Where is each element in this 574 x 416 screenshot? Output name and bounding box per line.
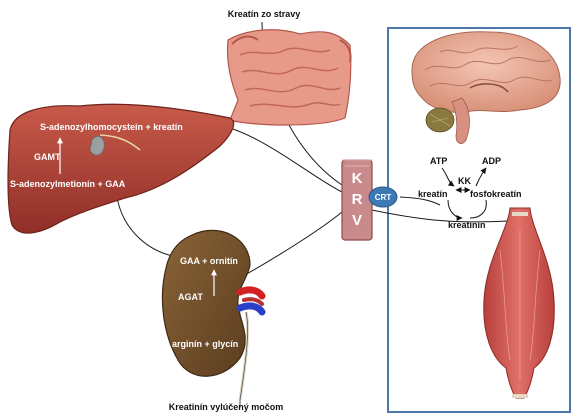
- diet-creatine-label: Kreatín zo stravy: [228, 9, 301, 19]
- kidney-enzyme-label: AGAT: [178, 292, 203, 302]
- creatine-label: kreatín: [418, 189, 448, 199]
- intestine-illustration: [227, 30, 350, 125]
- kk-enzyme-label: KK: [458, 176, 471, 186]
- liver-substrate-label: S-adenozylmetionín + GAA: [10, 179, 126, 189]
- krv-letter-r: R: [352, 191, 363, 208]
- liver-product-label: S-adenozylhomocystein + kreatín: [40, 122, 183, 132]
- liver-enzyme-label: GAMT: [34, 152, 61, 162]
- adp-label: ADP: [482, 156, 501, 166]
- creatinine-label: kreatinín: [448, 220, 486, 230]
- krv-letter-v: V: [352, 212, 362, 229]
- krv-letter-k: K: [352, 170, 363, 187]
- atp-label: ATP: [430, 156, 447, 166]
- kidney-product-label: GAA + ornitín: [180, 256, 238, 266]
- kidney-substrate-label: arginín + glycín: [172, 339, 238, 349]
- crt-label: CRT: [375, 193, 392, 202]
- phosphocreatine-label: fosfokreatín: [470, 189, 522, 199]
- urine-creatinine-label: Kreatinín vylúčený močom: [169, 402, 284, 412]
